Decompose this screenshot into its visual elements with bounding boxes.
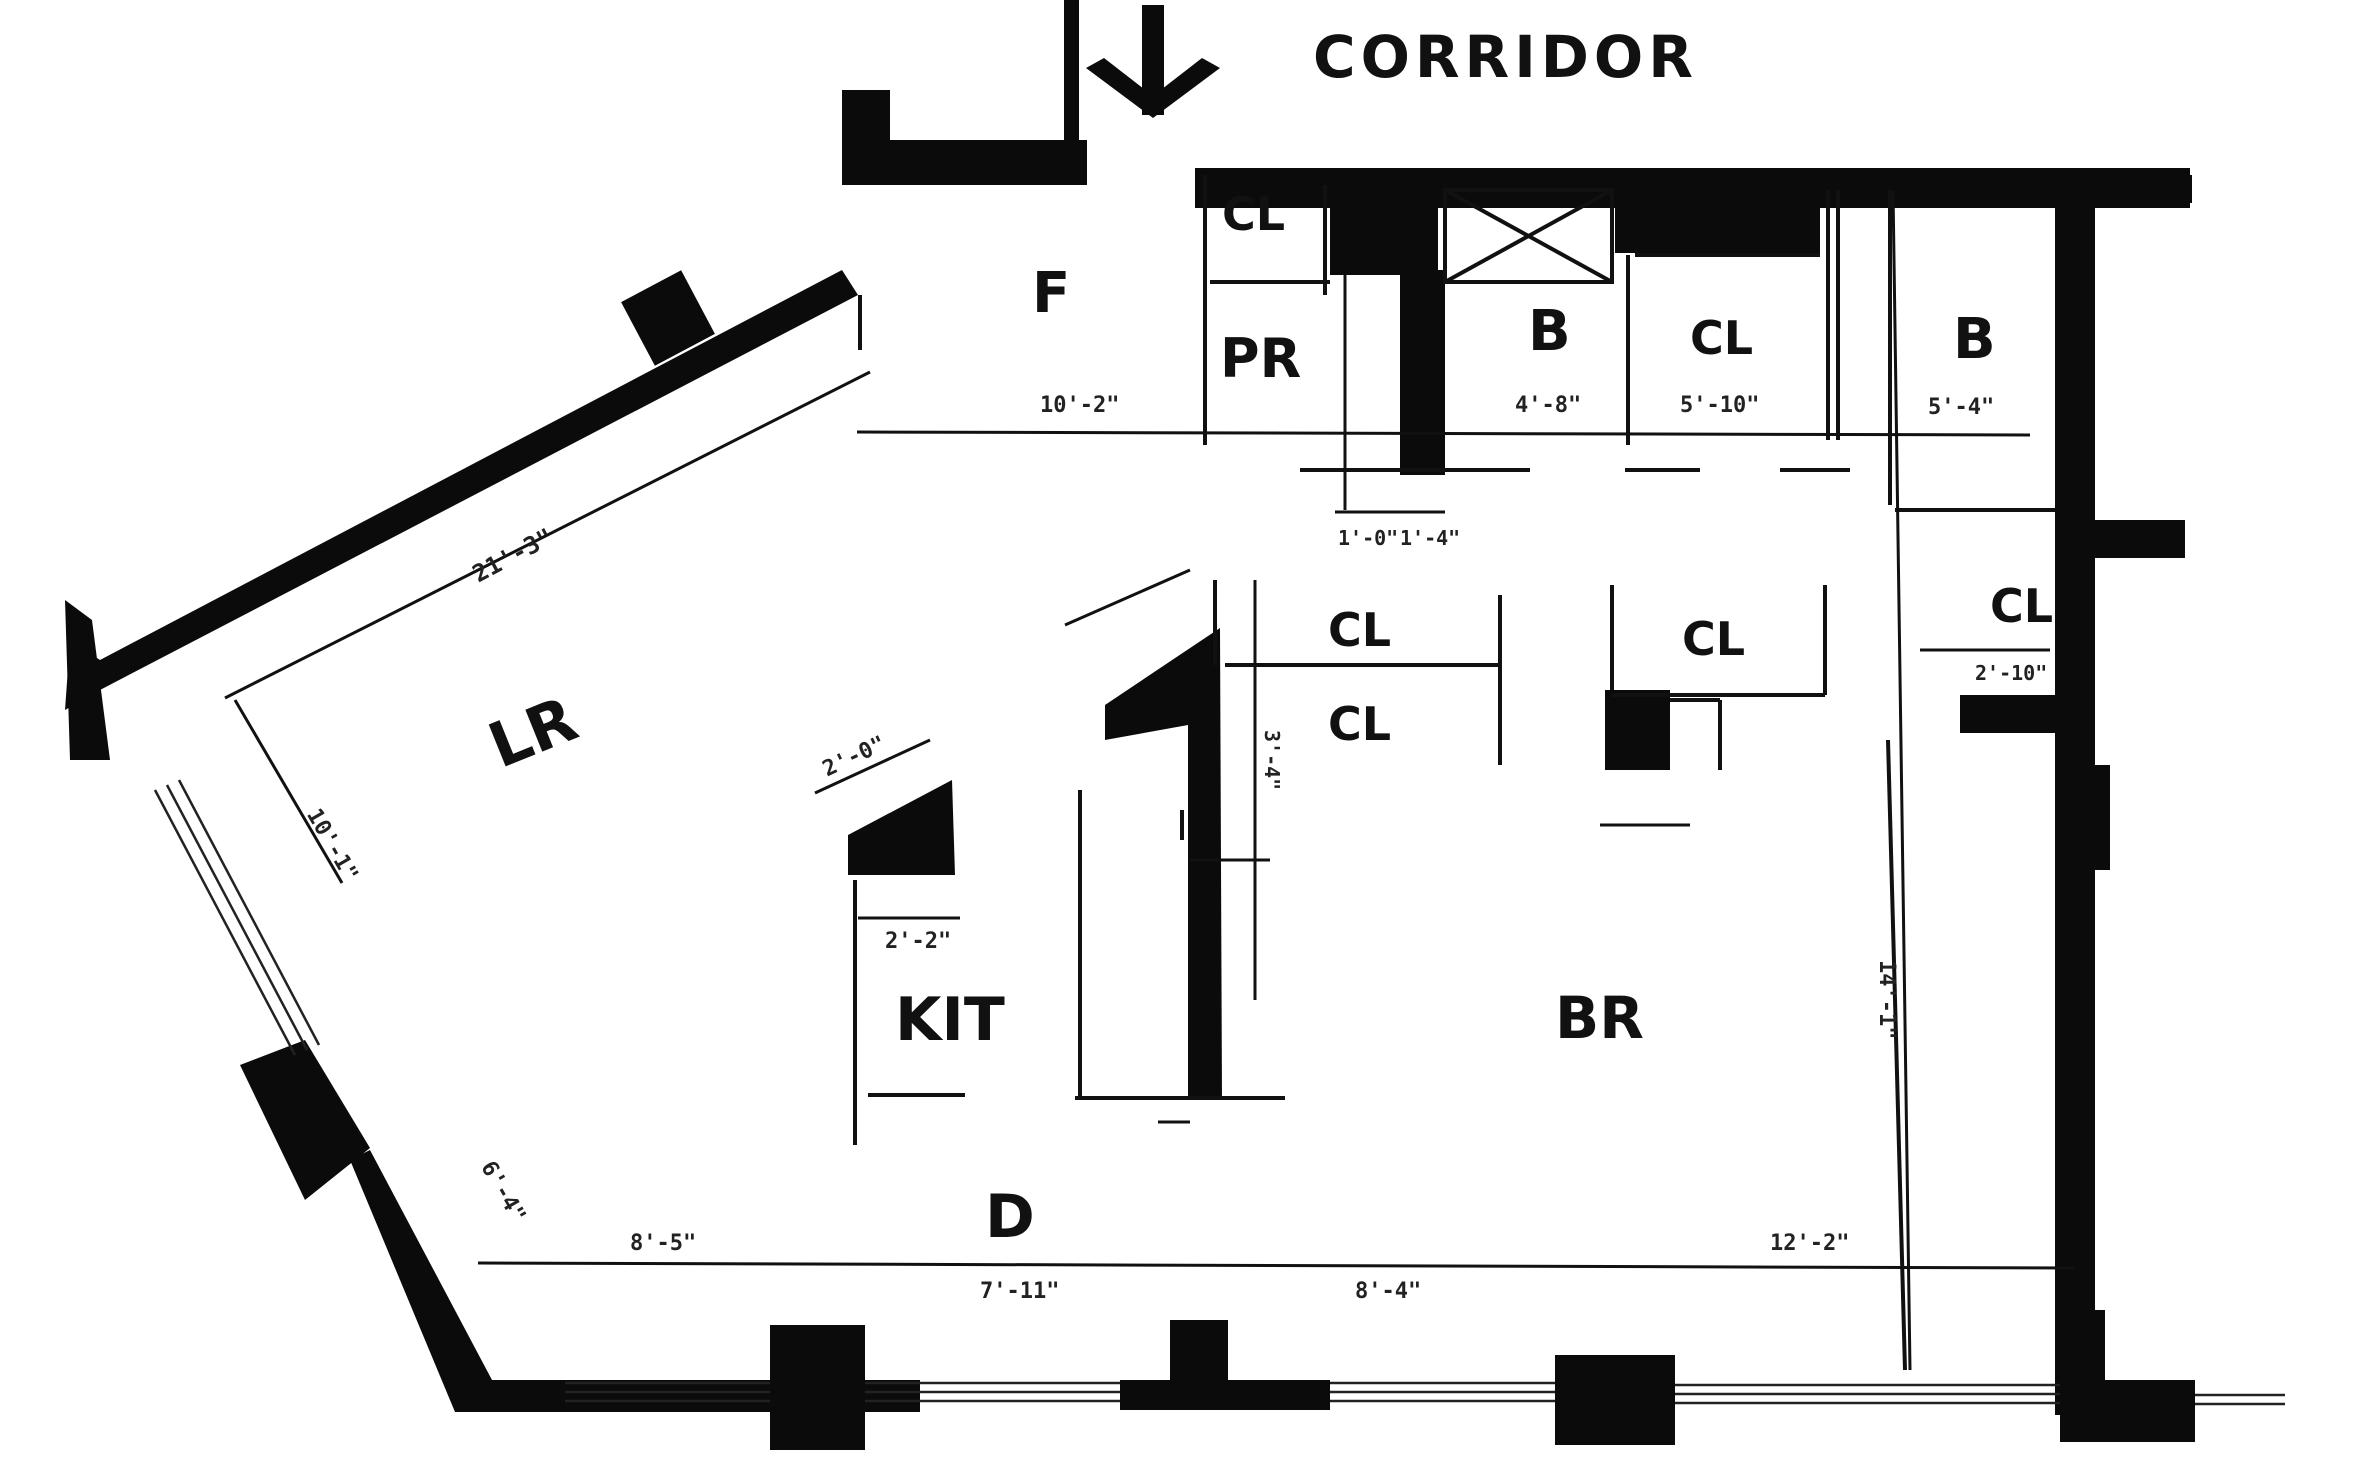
room-label-bath-1: B [1528,299,1571,364]
room-label-closet-right-top: CL [1990,579,2053,633]
dim-small-3: 3'-4" [1260,730,1284,790]
room-label-closet-mid: CL [1690,311,1753,365]
room-label-bath-2: B [1953,307,1996,372]
room-label-bedroom: BR [1555,984,1644,1052]
dim-dining-a: 8'-5" [630,1231,696,1256]
dim-br-depth: 14'-1" [1874,960,1899,1039]
entry-arrow-icon [1086,5,1220,118]
interior-walls [848,175,2058,1100]
room-label-kitchen: KIT [895,985,1005,1055]
exterior-walls [65,90,2195,1450]
entry-jamb [1064,0,1079,165]
dim-small-1: 1'-0" [1338,526,1398,550]
dim-kit-width: 2'-2" [885,929,951,954]
dim-closet-small: 2'-10" [1975,661,2047,685]
dim-foyer-width: 10'-2" [1040,393,1119,418]
windows [153,779,2285,1406]
corridor-label: CORRIDOR [1313,23,1698,91]
room-label-closet-bed-c: CL [1682,612,1745,666]
dim-dining-b: 7'-11" [980,1279,1059,1304]
room-label-dining: D [985,1182,1035,1252]
dim-dining-c: 8'-4" [1355,1279,1421,1304]
dim-bath2-width: 5'-4" [1928,395,1994,420]
room-label-closet-bed-b: CL [1328,697,1391,751]
dim-bath1-width: 4'-8" [1515,393,1581,418]
room-label-powder-room: PR [1220,327,1301,390]
dim-br-span: 12'-2" [1770,1231,1849,1256]
dim-lr-diag: 21'-3" [468,523,558,588]
shaft-x-icon [1443,188,1614,284]
room-label-foyer: F [1032,261,1070,326]
dim-small-2: 1'-4" [1400,526,1460,550]
partitions [853,175,2055,1371]
dim-lower-left: 6'-4" [475,1157,530,1227]
room-label-closet-bed-a: CL [1328,603,1391,657]
room-label-closet-entry: CL [1222,187,1285,241]
dimension-lines [224,189,2076,1371]
dim-lr-depth: 10'-1" [301,805,362,886]
room-label-living-room: LR [479,682,587,782]
dim-closet-width: 5'-10" [1680,393,1759,418]
